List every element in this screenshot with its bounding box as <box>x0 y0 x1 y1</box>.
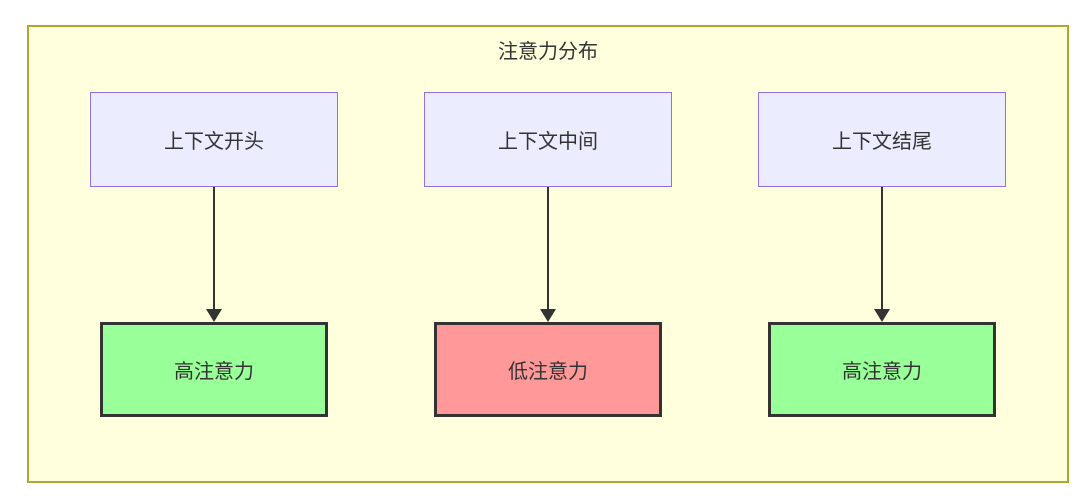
arrow-head-icon <box>874 309 890 322</box>
node-label: 上下文结尾 <box>832 131 932 153</box>
arrow-down-icon <box>874 187 890 322</box>
node-low-attention: 低注意力 <box>434 322 662 417</box>
attention-distribution-diagram: 注意力分布 上下文开头 高注意力 上下文中间 低注意力 <box>27 25 1069 483</box>
node-label: 上下文开头 <box>164 131 264 153</box>
flow-column-context-middle: 上下文中间 低注意力 <box>424 92 672 417</box>
arrow-line <box>213 187 215 309</box>
node-context-end: 上下文结尾 <box>758 92 1006 187</box>
node-label: 高注意力 <box>174 361 254 383</box>
node-high-attention-2: 高注意力 <box>768 322 996 417</box>
flow-column-context-end: 上下文结尾 高注意力 <box>758 92 1006 417</box>
node-label: 高注意力 <box>842 361 922 383</box>
node-context-start: 上下文开头 <box>90 92 338 187</box>
flow-column-context-start: 上下文开头 高注意力 <box>90 92 338 417</box>
arrow-down-icon <box>206 187 222 322</box>
flow-columns: 上下文开头 高注意力 上下文中间 低注意力 上下文结 <box>29 92 1067 417</box>
node-high-attention-1: 高注意力 <box>100 322 328 417</box>
diagram-title: 注意力分布 <box>498 41 598 63</box>
node-label: 低注意力 <box>508 361 588 383</box>
arrow-head-icon <box>540 309 556 322</box>
arrow-line <box>547 187 549 309</box>
arrow-line <box>881 187 883 309</box>
node-context-middle: 上下文中间 <box>424 92 672 187</box>
node-label: 上下文中间 <box>498 131 598 153</box>
arrow-head-icon <box>206 309 222 322</box>
arrow-down-icon <box>540 187 556 322</box>
